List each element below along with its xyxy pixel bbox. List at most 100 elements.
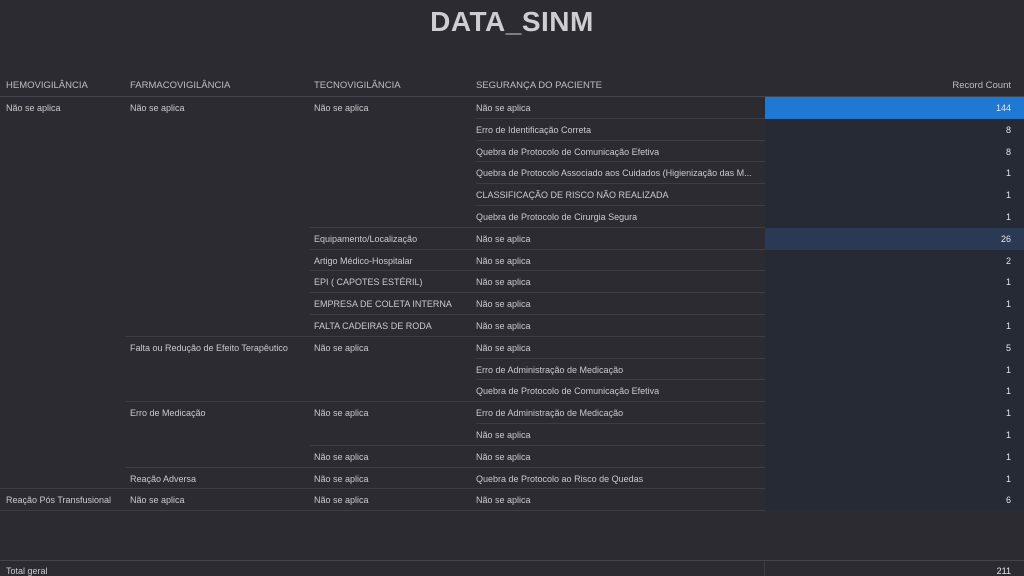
cell-tecnovigilancia: Não se aplica <box>314 451 369 462</box>
record-count-cell: 1 <box>765 293 1024 315</box>
record-count-cell: 5 <box>765 336 1024 359</box>
cell-tecnovigilancia: EMPRESA DE COLETA INTERNA <box>314 299 452 310</box>
record-count-value: 8 <box>1005 146 1011 157</box>
row-divider <box>310 313 1024 315</box>
row-divider <box>125 466 1024 468</box>
cell-tecnovigilancia: Não se aplica <box>314 103 369 113</box>
cell-farmacovigilancia: Não se aplica <box>130 103 185 113</box>
header-tecnovigilancia[interactable]: TECNOVIGILÂNCIA <box>314 80 401 91</box>
record-count-cell: 8 <box>765 140 1024 163</box>
row-divider <box>476 139 1024 141</box>
footer-divider <box>764 561 765 576</box>
row-divider <box>310 270 1024 272</box>
record-count-cell: 1 <box>765 315 1024 337</box>
cell-farmacovigilancia: Falta ou Redução de Efeito Terapêutico <box>130 342 288 353</box>
record-count-cell: 1 <box>765 445 1024 468</box>
table-row[interactable]: Erro de Medicação Não se aplica Erro de Ad… <box>0 402 1024 424</box>
cell-seguranca-paciente: CLASSIFICAÇÃO DE RISCO NÃO REALIZADA <box>476 190 669 201</box>
record-count-value: 5 <box>1005 342 1011 353</box>
cell-tecnovigilancia: Não se aplica <box>314 495 369 506</box>
total-value: 211 <box>996 566 1011 576</box>
record-count-value: 1 <box>1005 299 1011 310</box>
cell-farmacovigilancia: Reação Adversa <box>130 473 197 484</box>
record-count-cell: 1 <box>765 402 1024 424</box>
cell-seguranca-paciente: Não se aplica <box>476 451 531 462</box>
record-count-cell: 8 <box>765 118 1024 141</box>
record-count-value: 1 <box>1005 364 1011 375</box>
cell-hemovigilancia: Reação Pós Transfusional <box>6 495 112 506</box>
row-divider <box>310 248 1024 250</box>
cell-tecnovigilancia: Não se aplica <box>314 473 369 484</box>
record-count-cell: 1 <box>765 424 1024 446</box>
cell-seguranca-paciente: Não se aplica <box>476 342 531 353</box>
record-count-value: 26 <box>1000 233 1011 244</box>
row-divider <box>476 161 1024 163</box>
row-divider <box>476 204 1024 206</box>
record-count-value: 1 <box>1005 168 1011 179</box>
cell-seguranca-paciente: Não se aplica <box>476 255 531 266</box>
table-row[interactable]: Quebra de Protocolo de Comunicação Efeti… <box>0 140 1024 163</box>
table-header: HEMOVIGILÂNCIA FARMACOVIGILÂNCIA TECNOVI… <box>0 76 1024 97</box>
table-row[interactable]: Reação Pós Transfusional Não se aplica Não… <box>0 489 1024 512</box>
table-row[interactable]: Quebra de Protocolo Associado aos Cuidad… <box>0 162 1024 185</box>
cell-tecnovigilancia: Não se aplica <box>314 342 369 353</box>
header-record-count[interactable]: Record Count <box>952 80 1011 91</box>
record-count-value: 1 <box>1005 212 1011 222</box>
table-row[interactable]: Quebra de Protocolo de Comunicação Efeti… <box>0 380 1024 403</box>
cell-tecnovigilancia: FALTA CADEIRAS DE RODA <box>314 321 432 331</box>
header-seguranca-paciente[interactable]: SEGURANÇA DO PACIENTE <box>476 80 602 91</box>
cell-seguranca-paciente: Não se aplica <box>476 233 531 244</box>
table-row[interactable]: Não se aplica Não se aplica 1 <box>0 445 1024 468</box>
header-hemovigilancia[interactable]: HEMOVIGILÂNCIA <box>6 80 88 91</box>
table-row[interactable]: EPI ( CAPOTES ESTÉRIL) Não se aplica 1 <box>0 271 1024 294</box>
cell-seguranca-paciente: Erro de Identificação Correta <box>476 124 592 135</box>
row-divider <box>476 379 1024 381</box>
record-count-value: 1 <box>1005 451 1011 462</box>
record-count-cell: 1 <box>765 206 1024 228</box>
cell-seguranca-paciente: Não se aplica <box>476 103 531 113</box>
record-count-cell: 1 <box>765 467 1024 490</box>
record-count-cell: 1 <box>765 271 1024 294</box>
header-farmacovigilancia[interactable]: FARMACOVIGILÂNCIA <box>130 80 231 91</box>
record-count-value: 1 <box>1005 190 1011 201</box>
table-row[interactable]: CLASSIFICAÇÃO DE RISCO NÃO REALIZADA 1 <box>0 184 1024 206</box>
row-divider <box>0 510 1024 512</box>
record-count-value: 1 <box>1005 473 1011 484</box>
cell-seguranca-paciente: Quebra de Protocolo de Comunicação Efeti… <box>476 146 660 157</box>
row-divider <box>476 422 1024 424</box>
table-row[interactable]: Reação Adversa Não se aplica Quebra de Pro… <box>0 467 1024 490</box>
table-row[interactable]: Falta ou Redução de Efeito Terapêutico Nã… <box>0 336 1024 359</box>
cell-farmacovigilancia: Erro de Medicação <box>130 408 206 419</box>
cell-seguranca-paciente: Erro de Administração de Medicação <box>476 408 624 419</box>
cell-seguranca-paciente: Não se aplica <box>476 299 531 310</box>
record-count-value: 144 <box>995 103 1011 113</box>
cell-tecnovigilancia: Artigo Médico-Hospitalar <box>314 255 413 266</box>
report-title: DATA_SINM <box>430 6 594 37</box>
cell-seguranca-paciente: Quebra de Protocolo Associado aos Cuidad… <box>476 168 752 179</box>
cell-tecnovigilancia: Não se aplica <box>314 408 369 419</box>
table-row[interactable]: Erro de Identificação Correta 8 <box>0 118 1024 141</box>
record-count-cell: 1 <box>765 358 1024 381</box>
table-row[interactable]: FALTA CADEIRAS DE RODA Não se aplica 1 <box>0 315 1024 337</box>
table-row[interactable]: Não se aplica Não se aplica Não se aplica N… <box>0 97 1024 119</box>
row-divider <box>310 292 1024 294</box>
table-footer: Total geral 211 <box>0 560 1024 576</box>
record-count-value: 6 <box>1005 495 1011 506</box>
cell-seguranca-paciente: Quebra de Protocolo ao Risco de Quedas <box>476 473 644 484</box>
record-count-cell: 144 <box>765 97 1024 119</box>
record-count-cell: 1 <box>765 184 1024 206</box>
record-count-value: 8 <box>1005 124 1011 135</box>
cell-seguranca-paciente: Não se aplica <box>476 495 531 506</box>
cell-seguranca-paciente: Não se aplica <box>476 321 531 331</box>
row-divider <box>310 226 1024 228</box>
cell-seguranca-paciente: Não se aplica <box>476 277 531 288</box>
row-divider <box>476 183 1024 185</box>
cell-hemovigilancia: Não se aplica <box>6 103 61 113</box>
table-row[interactable]: EMPRESA DE COLETA INTERNA Não se aplica 1 <box>0 293 1024 315</box>
cell-tecnovigilancia: EPI ( CAPOTES ESTÉRIL) <box>314 277 423 288</box>
